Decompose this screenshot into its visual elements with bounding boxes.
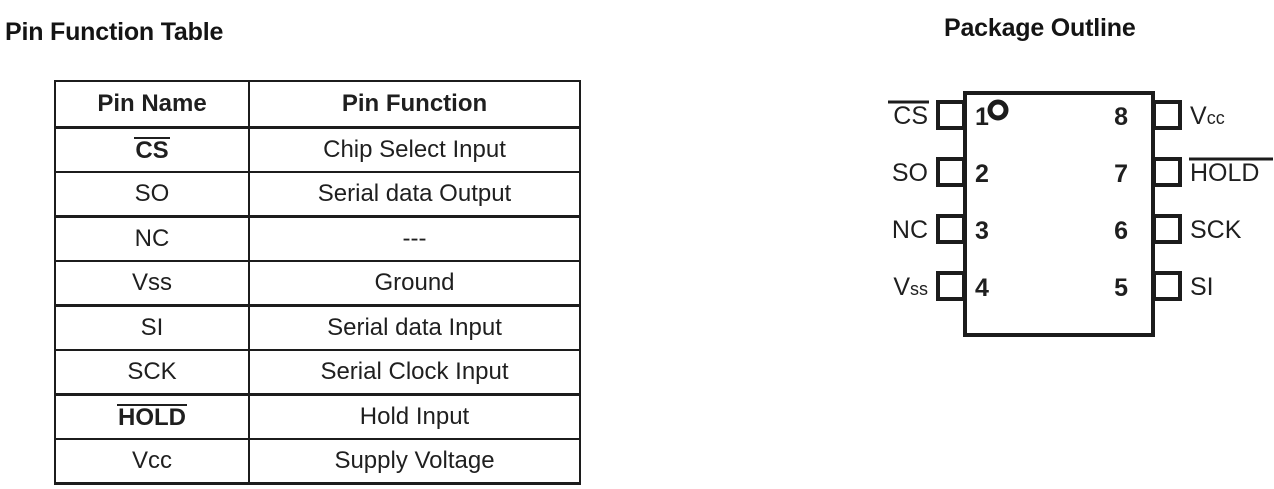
- table-row: CS Chip Select Input: [54, 126, 581, 173]
- cell-pin-function: Hold Input: [248, 393, 581, 440]
- pin-label-vcc-main: V: [1190, 102, 1207, 130]
- pin-label-vss: Vss: [893, 273, 928, 301]
- pin-label-vss-main: V: [893, 273, 910, 301]
- cell-pin-name: Vcc: [54, 438, 250, 485]
- pin-number-5: 5: [1114, 274, 1128, 302]
- cell-pin-function: Serial Clock Input: [248, 349, 581, 396]
- pin-label-cs: CS: [893, 102, 928, 130]
- cell-pin-name: SI: [54, 304, 250, 351]
- right-pin-leads: [1152, 100, 1182, 301]
- column-header-pin-name: Pin Name: [54, 80, 250, 129]
- cell-pin-name: SO: [54, 171, 250, 218]
- pin-lead-7: [1152, 157, 1182, 187]
- pin-lead-4: [936, 271, 966, 301]
- pin-label-hold: HOLD: [1190, 159, 1259, 187]
- pin-number-8: 8: [1114, 103, 1128, 131]
- cell-pin-name: SCK: [54, 349, 250, 396]
- pin-lead-8: [1152, 100, 1182, 130]
- right-pin-labels: Vcc HOLD SCK SI: [1189, 102, 1273, 301]
- pin-lead-5: [1152, 271, 1182, 301]
- pin-function-table: Pin Name Pin Function CS Chip Select Inpu…: [54, 80, 581, 485]
- page-title-package-outline: Package Outline: [944, 14, 1136, 42]
- cell-pin-function: ---: [248, 215, 581, 262]
- cell-pin-function: Chip Select Input: [248, 126, 581, 173]
- left-pin-labels: CS SO NC Vss: [888, 100, 929, 301]
- pin-number-4: 4: [975, 274, 989, 302]
- cell-pin-function: Ground: [248, 260, 581, 307]
- pin-label-vcc: Vcc: [1190, 102, 1225, 130]
- package-outline-diagram: 1 2 3 4 8 7 6 5 CS SO NC Vss Vcc HOLD SC…: [860, 70, 1274, 370]
- page-title-pin-function-table: Pin Function Table: [5, 18, 224, 46]
- pin-number-2: 2: [975, 160, 989, 188]
- table-header-row: Pin Name Pin Function: [54, 80, 581, 129]
- cell-pin-name: Vss: [54, 260, 250, 307]
- column-header-pin-function: Pin Function: [248, 80, 581, 129]
- pin-label-vss-sub: ss: [910, 279, 928, 299]
- pin-label-nc: NC: [892, 216, 928, 244]
- overlined-signal-name: CS: [134, 136, 171, 164]
- cell-pin-function: Serial data Output: [248, 171, 581, 218]
- pin-lead-3: [936, 214, 966, 244]
- pin-label-vcc-sub: cc: [1207, 108, 1225, 128]
- pin-lead-1: [936, 100, 966, 130]
- pin-lead-6: [1152, 214, 1182, 244]
- table-row: HOLD Hold Input: [54, 393, 581, 440]
- overlined-signal-name: HOLD: [117, 403, 187, 431]
- cell-pin-function: Supply Voltage: [248, 438, 581, 485]
- pin-lead-2: [936, 157, 966, 187]
- pin-1-indicator-dot-icon: [987, 99, 1009, 121]
- pin-number-1: 1: [975, 103, 989, 131]
- cell-pin-name: CS: [54, 126, 250, 173]
- pin-label-so: SO: [892, 159, 928, 187]
- cell-pin-name: NC: [54, 215, 250, 262]
- table-row: NC---: [54, 215, 581, 262]
- pin-number-6: 6: [1114, 217, 1128, 245]
- pin-number-7: 7: [1114, 160, 1128, 188]
- pin-number-3: 3: [975, 217, 989, 245]
- cell-pin-name: HOLD: [54, 393, 250, 440]
- pin-label-sck: SCK: [1190, 216, 1242, 244]
- left-pin-leads: [936, 100, 966, 301]
- cell-pin-function: Serial data Input: [248, 304, 581, 351]
- pin-label-si: SI: [1190, 273, 1214, 301]
